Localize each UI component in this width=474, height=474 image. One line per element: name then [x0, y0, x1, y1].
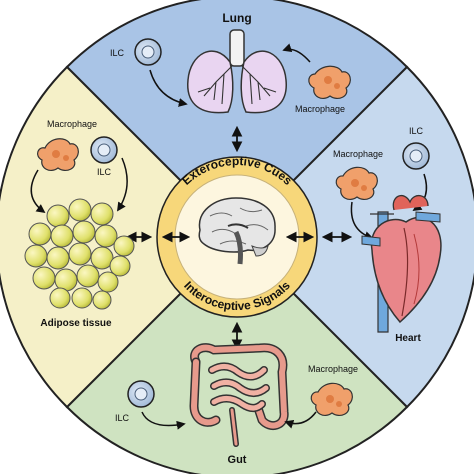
adipose-ilc-arrow	[117, 157, 128, 212]
gut-ilc-cell-icon	[127, 380, 155, 408]
gut-macrophage-icon	[310, 382, 353, 417]
heart-ilc-cell-icon	[402, 142, 430, 170]
adipose-ilc-label: ILC	[97, 167, 112, 177]
gut-macrophage-label: Macrophage	[308, 364, 358, 374]
heart-title: Heart	[395, 333, 421, 344]
gut-title: Gut	[228, 454, 247, 466]
heart-macrophage-label: Macrophage	[333, 149, 383, 159]
adipose-title: Adipose tissue	[40, 318, 112, 329]
adipose-icon	[24, 198, 135, 310]
gut-ilc-label: ILC	[115, 413, 130, 423]
adipose-macrophage-icon	[36, 138, 79, 172]
intestine-icon	[189, 343, 289, 447]
lung-ilc-label: ILC	[110, 48, 125, 58]
adipose-ilc-cell-icon	[90, 136, 118, 164]
heart-ilc-arrow	[412, 173, 428, 211]
lung-macrophage-label: Macrophage	[295, 104, 345, 114]
lung-title: Lung	[222, 11, 251, 25]
lung-ilc-cell-icon	[134, 38, 162, 66]
heart-icon	[361, 194, 442, 333]
lung-ilc-arrow	[149, 69, 188, 107]
lung-icon	[187, 29, 287, 114]
adipose-macrophage-label: Macrophage	[47, 119, 97, 129]
gut-macrophage-arrow	[284, 411, 317, 429]
lung-macrophage-arrow	[282, 43, 311, 63]
heart-macrophage-icon	[335, 166, 378, 201]
adipose-macrophage-arrow	[30, 169, 46, 214]
gut-ilc-arrow	[141, 411, 186, 430]
brain-icon	[198, 197, 276, 265]
lung-macrophage-icon	[308, 65, 351, 100]
heart-ilc-label: ILC	[409, 126, 424, 136]
